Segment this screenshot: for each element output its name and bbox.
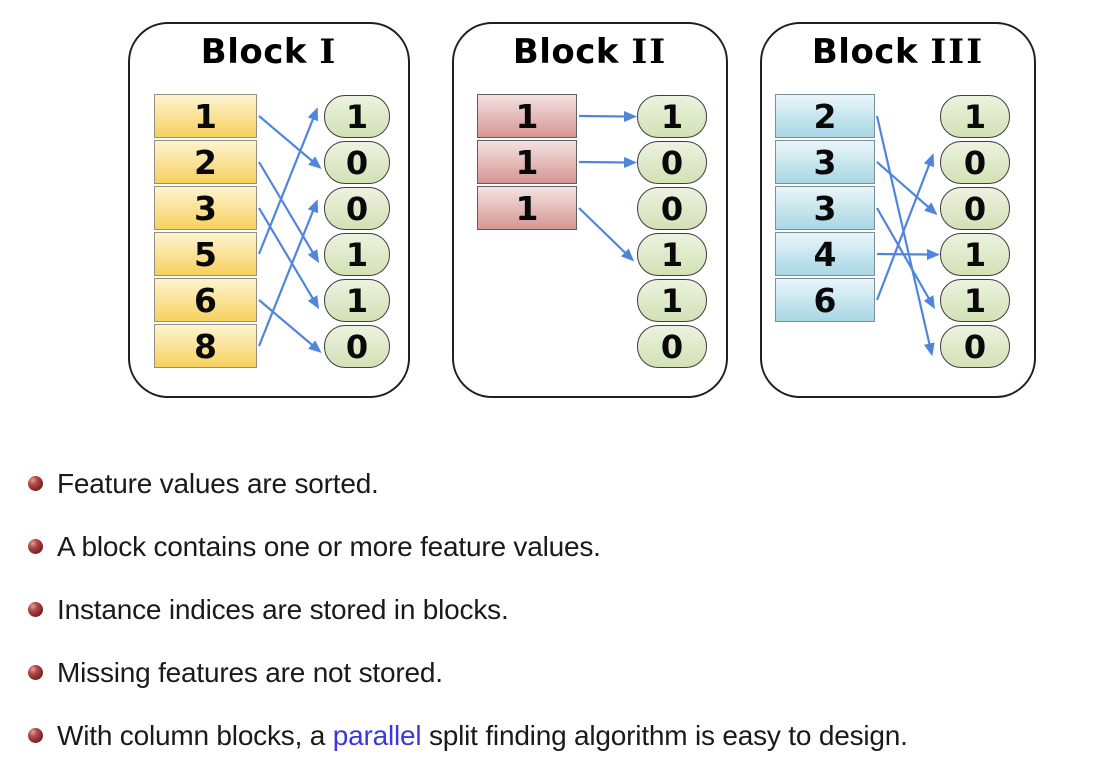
instance-stat-oval: 1 bbox=[637, 95, 707, 138]
block-title-word: Block bbox=[200, 32, 320, 72]
feature-value-cell: 3 bbox=[154, 186, 257, 230]
bullet-text: Missing features are not stored. bbox=[57, 657, 443, 689]
sort-mapping-arrow bbox=[258, 207, 320, 310]
instance-stat-oval: 1 bbox=[940, 233, 1010, 276]
instance-stat-oval: 1 bbox=[940, 95, 1010, 138]
feature-value-cell: 8 bbox=[154, 324, 257, 368]
block-ii-title: Block II bbox=[454, 32, 726, 72]
bullet-text: With column blocks, a parallel split fin… bbox=[57, 720, 908, 752]
feature-value-cell: 1 bbox=[477, 186, 577, 230]
sort-mapping-arrow bbox=[876, 161, 938, 216]
feature-value-cell: 1 bbox=[477, 94, 577, 138]
block-title-numeral: II bbox=[631, 32, 668, 72]
sort-mapping-arrow bbox=[258, 299, 322, 353]
instance-stat-oval: 0 bbox=[324, 141, 390, 184]
bullet-ball-icon bbox=[28, 665, 43, 680]
sort-mapping-arrow bbox=[578, 156, 637, 168]
instance-stat-oval: 0 bbox=[940, 187, 1010, 230]
bullet-ball-icon bbox=[28, 476, 43, 491]
sort-mapping-arrow bbox=[257, 107, 318, 255]
bullet-text-segment: Missing features are not stored. bbox=[57, 656, 443, 688]
sort-mapping-arrow bbox=[876, 207, 935, 310]
bullet-ball-icon bbox=[28, 539, 43, 554]
instance-stat-oval: 0 bbox=[940, 325, 1010, 368]
block-i-title: Block I bbox=[130, 32, 408, 72]
sort-mapping-arrow bbox=[258, 161, 320, 264]
instance-stat-oval: 1 bbox=[637, 279, 707, 322]
instance-stat-oval: 1 bbox=[324, 233, 390, 276]
bullet-text: A block contains one or more feature val… bbox=[57, 531, 601, 563]
sort-mapping-arrow bbox=[258, 115, 322, 169]
instance-stat-oval: 0 bbox=[637, 325, 707, 368]
feature-value-cell: 3 bbox=[775, 140, 875, 184]
instance-stat-oval: 0 bbox=[324, 187, 390, 230]
block-iii-title: Block III bbox=[762, 32, 1034, 72]
sort-mapping-arrow bbox=[875, 115, 935, 357]
feature-value-cell: 2 bbox=[154, 140, 257, 184]
sort-mapping-arrow bbox=[578, 207, 635, 262]
bullet-item: Missing features are not stored. bbox=[28, 641, 908, 704]
bullet-text-segment: Instance indices are stored in blocks. bbox=[57, 593, 509, 625]
instance-stat-oval: 1 bbox=[324, 95, 390, 138]
feature-value-cell: 1 bbox=[477, 140, 577, 184]
bullet-text: Instance indices are stored in blocks. bbox=[57, 594, 509, 626]
bullet-list: Feature values are sorted. A block contai… bbox=[28, 452, 908, 767]
instance-stat-oval: 0 bbox=[637, 141, 707, 184]
feature-value-cell: 3 bbox=[775, 186, 875, 230]
bullet-ball-icon bbox=[28, 602, 43, 617]
instance-stat-oval: 0 bbox=[940, 141, 1010, 184]
bullet-text: Feature values are sorted. bbox=[57, 468, 379, 500]
bullet-ball-icon bbox=[28, 728, 43, 743]
block-title-word: Block bbox=[512, 32, 632, 72]
instance-stat-oval: 1 bbox=[940, 279, 1010, 322]
instance-stat-oval: 1 bbox=[324, 279, 390, 322]
sort-mapping-arrow bbox=[578, 110, 637, 122]
bullet-item: A block contains one or more feature val… bbox=[28, 515, 908, 578]
feature-value-cell: 5 bbox=[154, 232, 257, 276]
instance-stat-oval: 0 bbox=[324, 325, 390, 368]
block-title-word: Block bbox=[811, 32, 931, 72]
sort-mapping-arrow bbox=[257, 199, 318, 347]
instance-stat-oval: 0 bbox=[637, 187, 707, 230]
bullet-text-segment: split finding algorithm is easy to desig… bbox=[421, 719, 908, 751]
bullet-item: Feature values are sorted. bbox=[28, 452, 908, 515]
highlighted-word: parallel bbox=[332, 719, 422, 751]
block-title-numeral: III bbox=[930, 32, 985, 72]
feature-value-cell: 6 bbox=[775, 278, 875, 322]
sort-mapping-arrow bbox=[875, 153, 935, 301]
bullet-text-segment: Feature values are sorted. bbox=[57, 467, 379, 499]
block-title-numeral: I bbox=[319, 32, 338, 72]
bullet-text-segment: A block contains one or more feature val… bbox=[57, 530, 601, 562]
instance-stat-oval: 1 bbox=[637, 233, 707, 276]
sort-mapping-arrow bbox=[876, 248, 940, 260]
bullet-item: Instance indices are stored in blocks. bbox=[28, 578, 908, 641]
feature-value-cell: 1 bbox=[154, 94, 257, 138]
bullet-text-segment: With column blocks, a bbox=[57, 719, 333, 751]
bullet-item: With column blocks, a parallel split fin… bbox=[28, 704, 908, 767]
feature-value-cell: 4 bbox=[775, 232, 875, 276]
feature-value-cell: 2 bbox=[775, 94, 875, 138]
feature-value-cell: 6 bbox=[154, 278, 257, 322]
